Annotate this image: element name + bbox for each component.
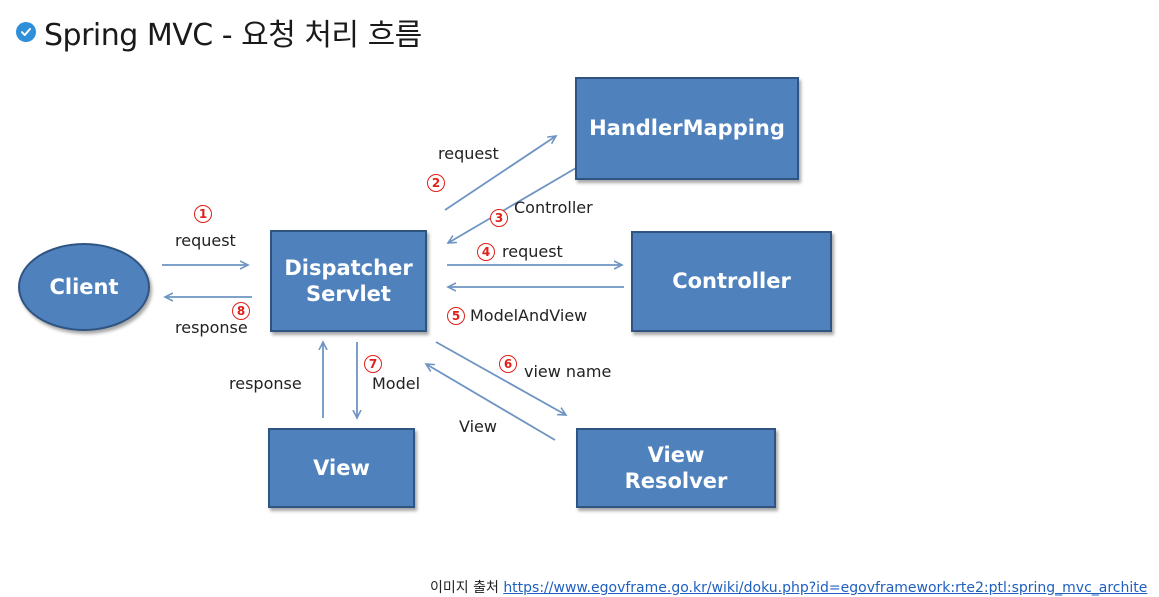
page-title: Spring MVC - 요청 처리 흐름: [44, 18, 422, 53]
image-source: 이미지 출처 https://www.egovframe.go.kr/wiki/…: [430, 577, 1147, 597]
page-title-group: Spring MVC - 요청 처리 흐름: [16, 10, 422, 54]
step-6-label: view name: [524, 362, 612, 381]
view-response-label: response: [229, 374, 302, 393]
step-7-marker: 7: [364, 355, 382, 373]
node-handler-mapping: HandlerMapping: [575, 77, 799, 180]
step-1-label: request: [175, 231, 236, 250]
step-5-label: ModelAndView: [470, 306, 588, 325]
node-client: Client: [18, 243, 150, 331]
step-2-label: request: [438, 144, 499, 163]
image-source-link[interactable]: https://www.egovframe.go.kr/wiki/doku.ph…: [503, 580, 1148, 596]
step-1-marker: 1: [194, 205, 212, 223]
step-4-label: request: [502, 242, 563, 261]
view-return-label: View: [459, 417, 497, 436]
image-source-prefix: 이미지 출처: [430, 580, 499, 596]
check-circle-icon: [16, 22, 36, 42]
arrow-dispatcher-to-viewresolver: [435, 341, 566, 415]
step-5-marker: 5: [447, 307, 465, 325]
node-view: View: [268, 428, 415, 508]
step-6-marker: 6: [499, 355, 517, 373]
arrow-dispatcher-to-handlermapping: [444, 136, 556, 211]
arrow-handlermapping-to-dispatcher: [448, 167, 577, 243]
arrow-viewresolver-to-dispatcher: [426, 364, 556, 441]
step-8-label: response: [175, 318, 248, 337]
step-7-label: Model: [372, 374, 421, 393]
step-2-marker: 2: [427, 174, 445, 192]
node-view-resolver: View Resolver: [576, 428, 776, 508]
node-controller: Controller: [631, 231, 832, 332]
step-8-marker: 8: [232, 302, 250, 320]
step-3-marker: 3: [490, 209, 508, 227]
step-3-label: Controller: [514, 198, 593, 217]
step-4-marker: 4: [477, 243, 495, 261]
node-dispatcher-servlet: Dispatcher Servlet: [270, 230, 427, 332]
